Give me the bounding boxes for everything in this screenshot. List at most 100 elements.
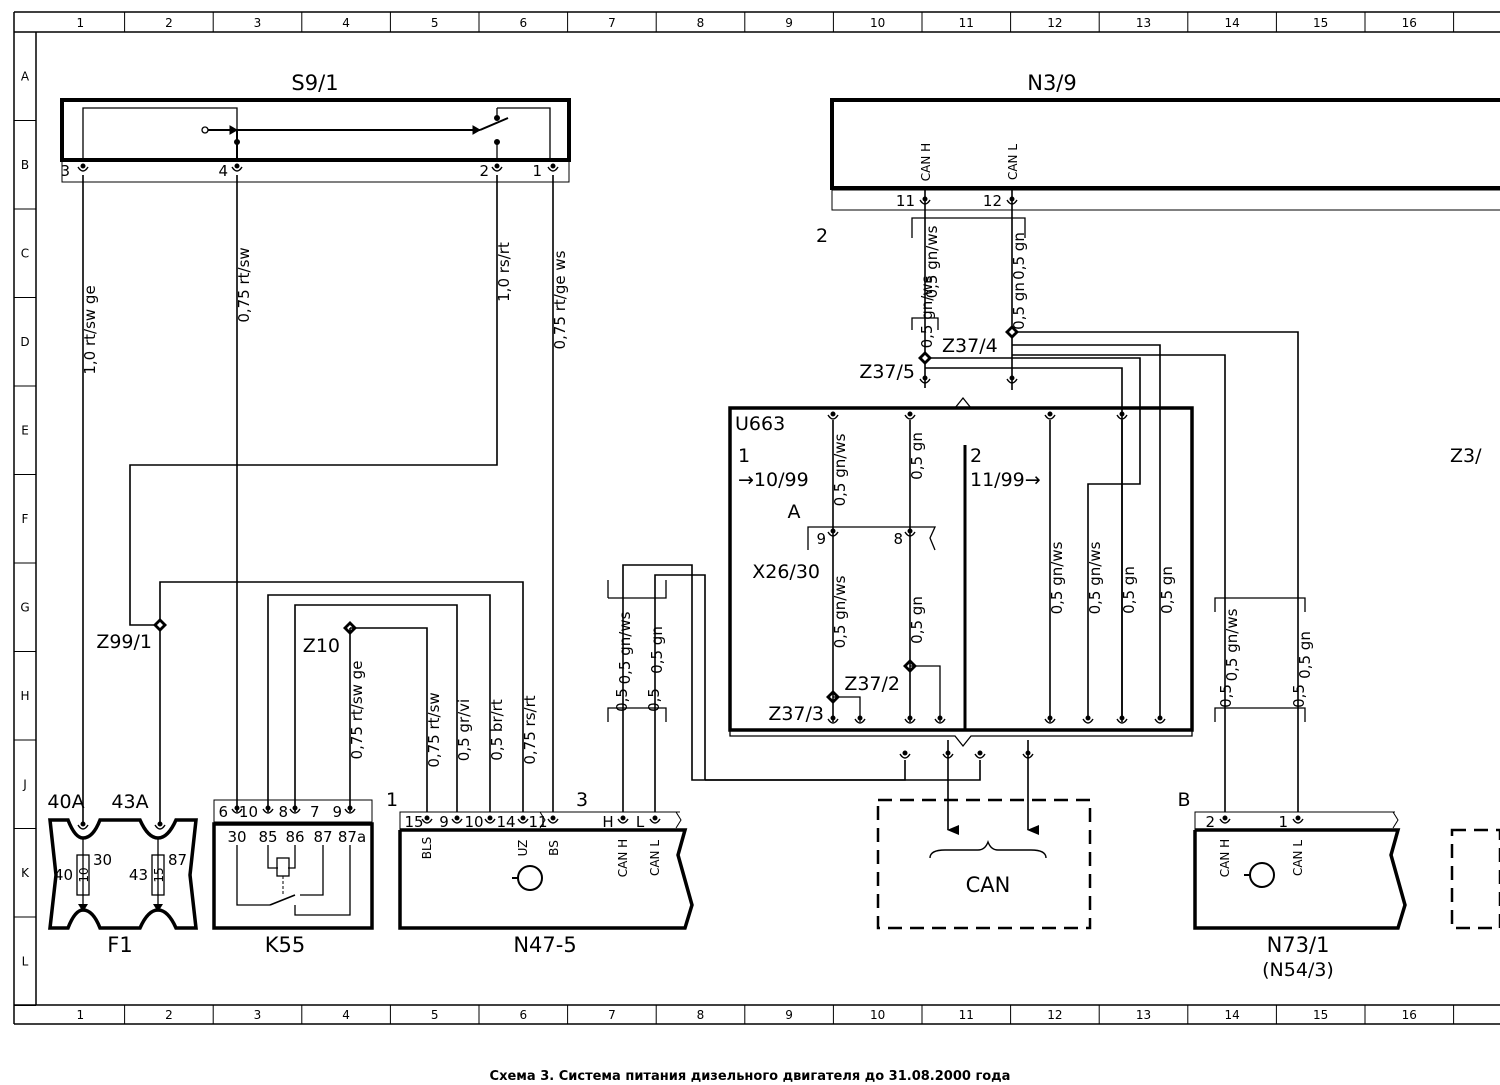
wire-label: 0,5 xyxy=(1290,684,1308,708)
x26-30-section: A xyxy=(788,501,801,523)
wire-label: 0,5 gn/ws xyxy=(831,575,849,648)
connector-cup xyxy=(77,824,89,830)
grid-column-label: 3 xyxy=(254,16,262,30)
n3-9-module xyxy=(830,98,1500,812)
connector-cup xyxy=(904,414,916,420)
grid-row-label: G xyxy=(20,600,29,614)
splice-label: Z37/3 xyxy=(768,703,824,725)
n47-5-pin: 14 xyxy=(496,813,515,831)
connector-pin xyxy=(937,715,943,721)
connector-cup xyxy=(1116,414,1128,420)
connector-pin xyxy=(1047,411,1053,417)
connector-pin xyxy=(550,815,556,821)
connector-cup xyxy=(1044,718,1056,724)
connector-cup xyxy=(904,531,916,537)
connector-cup xyxy=(547,166,559,172)
connector-cup xyxy=(617,818,629,824)
connector-pin xyxy=(454,815,460,821)
connector-pin xyxy=(550,163,556,169)
connector-cup xyxy=(919,199,931,205)
f1-fuse-rating: 40A xyxy=(47,791,84,813)
wire-label: 0,5 gn/ws xyxy=(1223,608,1241,681)
connector-cup xyxy=(854,718,866,724)
s9-1-switch xyxy=(60,98,571,183)
connector-cup xyxy=(451,818,463,824)
wire-label: 1,0 rs/rt xyxy=(495,242,513,302)
wire-label: 0,5 gn/ws xyxy=(831,433,849,506)
u663-name: U663 xyxy=(735,413,785,435)
splice-inner xyxy=(157,329,1015,700)
grid-column-label: 12 xyxy=(1047,1008,1062,1022)
n47-5-can-label: CAN L xyxy=(648,840,662,876)
grid-row-label: A xyxy=(21,69,30,83)
grid-column-label: 16 xyxy=(1402,16,1417,30)
n47-5-term: BLS xyxy=(420,837,434,860)
grid-column-label: 11 xyxy=(959,16,974,30)
k55-name: K55 xyxy=(265,933,306,957)
k55-term: 87 xyxy=(313,828,332,846)
connector-pin xyxy=(424,815,430,821)
f1-fuse-rating: 43A xyxy=(111,791,148,813)
n73-1-pin-label: CAN L xyxy=(1291,840,1305,876)
wire-label: 0,5 gn xyxy=(1120,566,1138,614)
grid-column-label: 1 xyxy=(76,16,84,30)
n73-1-alt: (N54/3) xyxy=(1262,959,1334,981)
grid-ticks xyxy=(14,12,1455,1024)
connector-pin xyxy=(520,815,526,821)
connector-cup xyxy=(1292,818,1304,824)
k55-term: 87a xyxy=(338,828,366,846)
wire-label: 0,5 gn/ws xyxy=(918,275,936,348)
u663-section: 1 xyxy=(738,445,750,467)
n73-1-pin: 2 xyxy=(1205,813,1215,831)
grid-column-label: 12 xyxy=(1047,16,1062,30)
n47-5-pin: 15 xyxy=(404,813,423,831)
f1-fuse-box xyxy=(48,818,198,930)
connector-cup xyxy=(1006,199,1018,205)
grid-column-label: 10 xyxy=(870,16,885,30)
u663-module xyxy=(728,396,1194,748)
n73-1-pin-label: CAN H xyxy=(1218,839,1232,877)
connector-pin xyxy=(1047,715,1053,721)
u663-section: 2 xyxy=(970,445,982,467)
n3-9-pin: 11 xyxy=(896,192,915,210)
connector-pin xyxy=(857,715,863,721)
x26-30-name: X26/30 xyxy=(752,561,820,583)
can-bus-box xyxy=(876,740,1092,930)
connector-marks xyxy=(77,163,1304,830)
grid-row-label: F xyxy=(22,512,29,526)
connector-pin xyxy=(652,815,658,821)
k55-relay xyxy=(212,594,491,930)
connector-cup xyxy=(649,818,661,824)
n73-1-section: B xyxy=(1177,789,1190,811)
wire-label: 0,5 gr/vi xyxy=(455,699,473,761)
n47-5-can-label: CAN H xyxy=(616,839,630,877)
grid-column-label: 5 xyxy=(431,16,439,30)
wire-label: 0,75 rt/sw xyxy=(235,247,253,322)
wire-label: 0,5 gn xyxy=(1158,566,1176,614)
grid-column-label: 15 xyxy=(1313,1008,1328,1022)
grid-column-label: 4 xyxy=(342,1008,350,1022)
connector-pin xyxy=(902,750,908,756)
connector-pin xyxy=(1222,815,1228,821)
wire-label: 0,5 gn xyxy=(908,432,926,480)
wire-label: 0,5 gn xyxy=(1296,631,1314,679)
k55-pin: 7 xyxy=(310,803,320,821)
grid-column-label: 4 xyxy=(342,16,350,30)
wire-label: 0,5 gn xyxy=(648,626,666,674)
connector-cup xyxy=(262,808,274,814)
connector-cup xyxy=(827,531,839,537)
connector-cup xyxy=(1154,718,1166,724)
wire-label: 0,75 rt/sw xyxy=(425,692,443,767)
s9-1-wires xyxy=(82,175,554,825)
f1-term: 30 xyxy=(93,851,112,869)
grid-column-label: 15 xyxy=(1313,16,1328,30)
connector-cup xyxy=(974,753,986,759)
grid-row-label: K xyxy=(21,866,30,880)
connector-cup xyxy=(904,718,916,724)
grid-column-label: 3 xyxy=(254,1008,262,1022)
k55-pin: 6 xyxy=(218,803,228,821)
grid-column-label: 13 xyxy=(1136,1008,1151,1022)
wire-label: 0,5 xyxy=(613,688,631,712)
n3-9-pin-label: CAN H xyxy=(919,143,933,181)
